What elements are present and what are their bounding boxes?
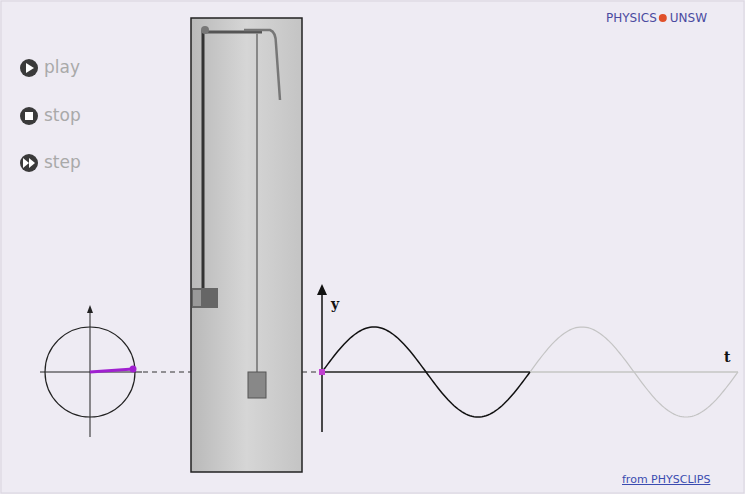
logo-dot xyxy=(659,14,667,22)
logo-text: UNSW xyxy=(670,12,707,24)
button-label: step xyxy=(44,154,81,171)
credit-link: from PHYSCLIPS xyxy=(622,474,710,485)
button-label: stop xyxy=(44,107,81,124)
axis-label: y xyxy=(331,297,339,311)
axis-label: t xyxy=(724,350,730,364)
button-label: play xyxy=(44,59,80,76)
logo-text: PHYSICS xyxy=(606,12,657,24)
